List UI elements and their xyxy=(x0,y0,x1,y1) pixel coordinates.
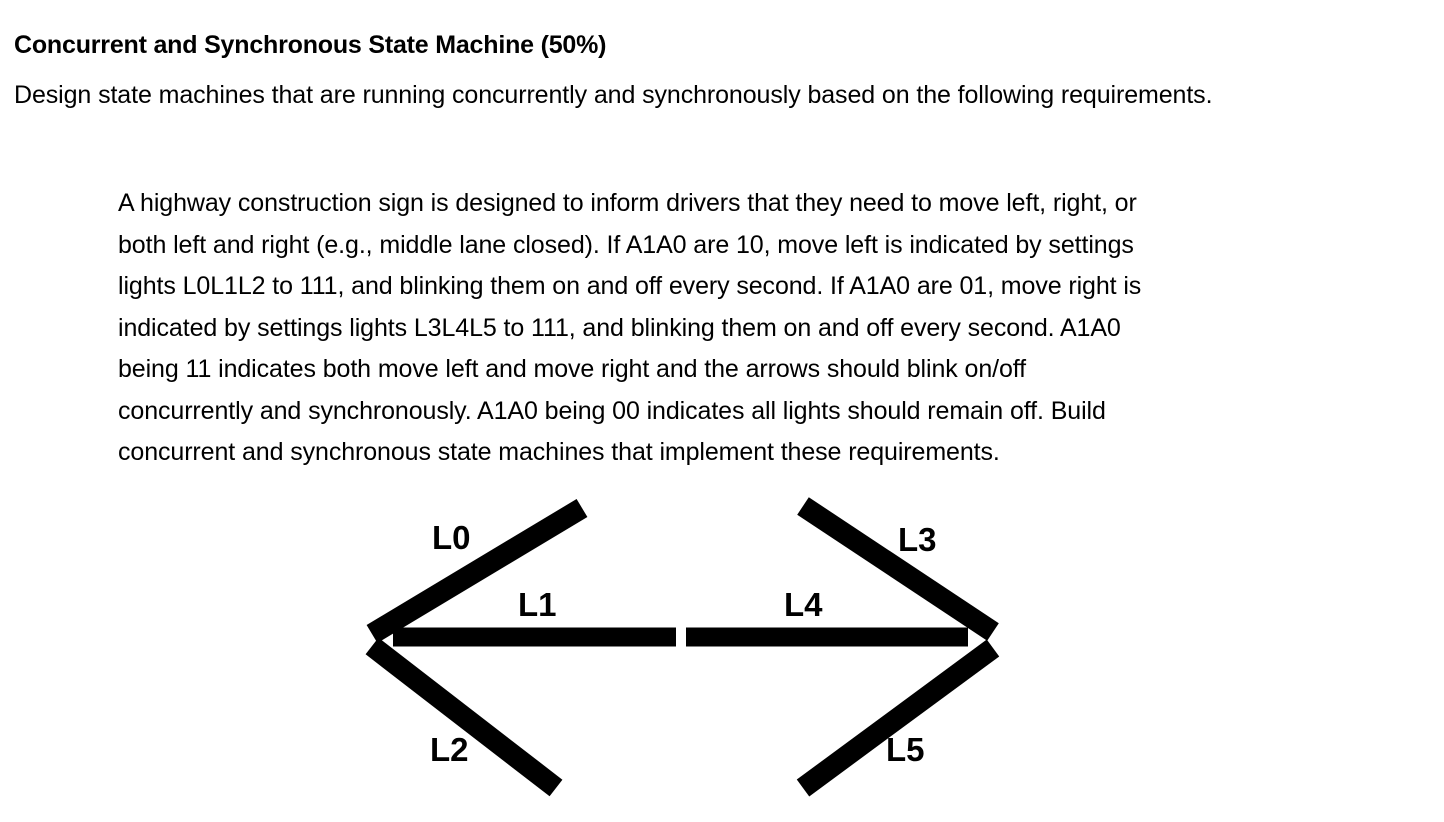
paragraph-line: A highway construction sign is designed … xyxy=(118,189,1137,217)
paragraph-line: both left and right (e.g., middle lane c… xyxy=(118,230,1134,259)
label-l1: L1 xyxy=(518,586,557,623)
paragraph-line: indicated by settings lights L3L4L5 to 1… xyxy=(118,313,1121,342)
label-l4: L4 xyxy=(784,586,823,623)
paragraph-line: being 11 indicates both move left and mo… xyxy=(118,355,1027,383)
arrow-segment-l0 xyxy=(366,498,588,644)
page-title: Concurrent and Synchronous State Machine… xyxy=(14,31,607,59)
paragraph-line: lights L0L1L2 to 111, and blinking them … xyxy=(118,272,1142,300)
label-l5: L5 xyxy=(886,731,925,768)
arrow-segment-l5 xyxy=(796,639,1000,797)
paragraph-line: concurrent and synchronous state machine… xyxy=(118,438,1000,466)
intro-paragraph: Design state machines that are running c… xyxy=(14,81,1213,109)
requirements-paragraph: A highway construction sign is designed … xyxy=(118,183,1333,474)
arrow-segment-l2 xyxy=(365,637,563,797)
paragraph-line: concurrently and synchronously. A1A0 bei… xyxy=(118,396,1106,425)
arrow-segment-l3 xyxy=(797,497,999,641)
label-l0: L0 xyxy=(432,519,471,556)
label-l2: L2 xyxy=(430,731,469,768)
arrow-diagram: L0 L1 L2 L3 L4 L5 xyxy=(0,0,1444,797)
label-l3: L3 xyxy=(898,521,937,558)
